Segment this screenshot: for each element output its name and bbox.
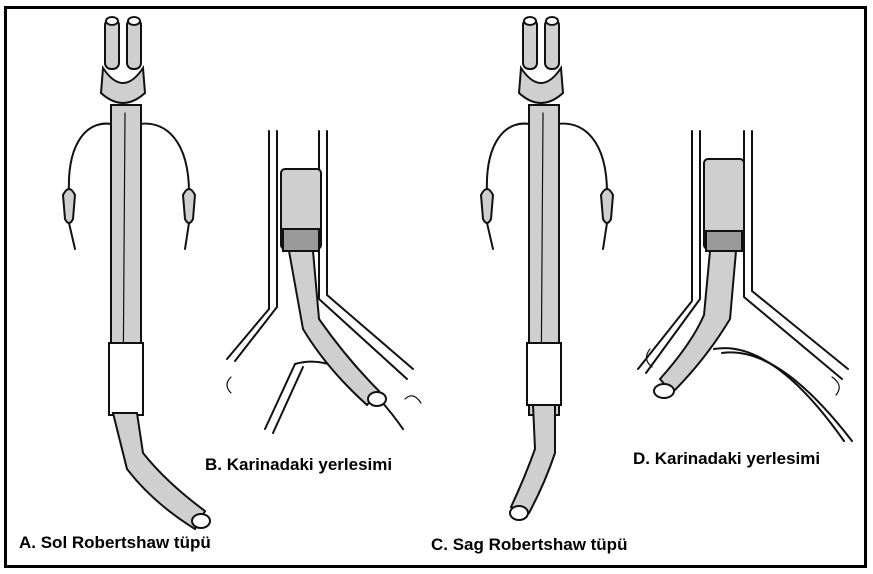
caption-d: D. Karinadaki yerlesimi <box>633 449 820 469</box>
left-carina-placement-illustration <box>207 129 427 449</box>
left-robertshaw-tube-illustration <box>57 13 227 533</box>
right-robertshaw-tube-illustration <box>475 13 645 533</box>
right-carina-placement-illustration <box>632 129 862 449</box>
caption-c: C. Sag Robertshaw tüpü <box>431 535 627 555</box>
caption-b: B. Karinadaki yerlesimi <box>205 455 392 475</box>
figure-frame: A. Sol Robertshaw tüpü B. Karinadaki yer… <box>4 6 867 568</box>
caption-a: A. Sol Robertshaw tüpü <box>19 533 211 553</box>
